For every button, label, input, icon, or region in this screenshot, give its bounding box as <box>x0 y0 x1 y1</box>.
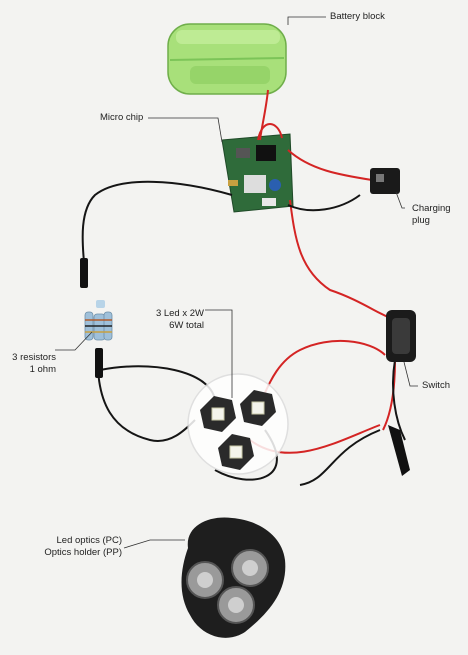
leds-label: 3 Led x 2W 6W total <box>150 308 204 332</box>
leds-text-line2: 6W total <box>169 320 204 331</box>
callout-lines <box>55 16 418 549</box>
optics-holder <box>181 517 286 638</box>
battery-block-text: Battery block <box>330 11 385 22</box>
resistors <box>80 258 113 378</box>
led-2 <box>240 390 276 426</box>
switch-label: Switch <box>422 380 450 392</box>
led-assembly <box>187 373 289 475</box>
optics-text-line2: Optics holder (PP) <box>44 547 122 558</box>
battery-block-label: Battery block <box>330 11 385 23</box>
optics-text-line1: Led optics (PC) <box>56 535 122 546</box>
charging-plug-label: Charging plug <box>412 203 451 227</box>
switch-text: Switch <box>422 380 450 391</box>
red-wires <box>249 89 396 454</box>
resistors-label: 3 resistors 1 ohm <box>6 352 56 376</box>
led-3 <box>218 434 254 470</box>
led-1 <box>200 396 236 432</box>
resistors-text-line1: 3 resistors <box>12 352 56 363</box>
resistors-text-line2: 1 ohm <box>29 364 56 375</box>
micro-chip-board <box>221 133 294 213</box>
charging-plug <box>370 168 400 194</box>
charging-plug-text-line2: plug <box>412 215 430 226</box>
switch <box>386 310 416 476</box>
leds-text-line1: 3 Led x 2W <box>155 308 204 319</box>
charging-plug-text-line1: Charging <box>412 203 451 214</box>
battery-block <box>167 23 287 95</box>
optics-label: Led optics (PC) Optics holder (PP) <box>36 535 122 559</box>
micro-chip-label: Micro chip <box>100 112 143 124</box>
micro-chip-text: Micro chip <box>100 112 144 123</box>
